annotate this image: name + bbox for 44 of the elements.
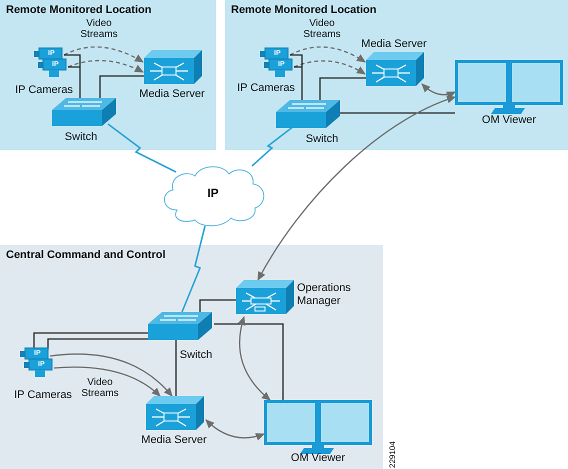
region-panel (0, 245, 383, 469)
region-title: Central Command and Control (6, 249, 166, 261)
edge-label: Video Streams (79, 18, 119, 40)
arrow (50, 353, 173, 397)
arrow (238, 316, 271, 401)
region-panel (0, 0, 216, 150)
connector-line (63, 54, 81, 99)
connector-line (338, 112, 455, 114)
figure-number: 229104 (388, 441, 397, 468)
device-label: Media Server (138, 88, 206, 101)
arrow (54, 366, 161, 397)
connector-line (319, 77, 366, 100)
connector-line (199, 299, 236, 312)
device-label: OM Viewer (480, 114, 538, 127)
device-label: OM Viewer (290, 452, 346, 465)
arrow (290, 46, 366, 63)
network-label: IP (206, 186, 220, 200)
device-label: Switch (64, 131, 98, 144)
device-label: Media Server (140, 434, 208, 447)
region-title: Remote Monitored Location (6, 4, 152, 16)
device-label: IP Cameras (236, 82, 296, 95)
arrow (294, 60, 366, 75)
arrow (205, 419, 265, 440)
connector-line (251, 125, 294, 167)
connector-line (289, 54, 303, 103)
device-label: IP Cameras (14, 84, 74, 97)
edge-label: Video Streams (80, 377, 120, 399)
device-label: IP Cameras (13, 389, 73, 402)
connector-line (181, 226, 206, 312)
arrow (68, 60, 144, 73)
connector-line (99, 75, 144, 98)
device-label: Media Server (360, 38, 428, 51)
connector-line (108, 123, 176, 173)
arrow (421, 83, 456, 99)
device-label: Operations Manager (297, 282, 352, 308)
arrow (64, 46, 144, 63)
region-title: Remote Monitored Location (231, 4, 376, 16)
device-label: Switch (304, 133, 340, 146)
device-label: Switch (178, 349, 214, 362)
edge-label: Video Streams (302, 18, 342, 40)
connector-line (214, 323, 284, 400)
region-panel (225, 0, 568, 150)
connector-line (175, 340, 177, 396)
arrow (257, 96, 456, 281)
